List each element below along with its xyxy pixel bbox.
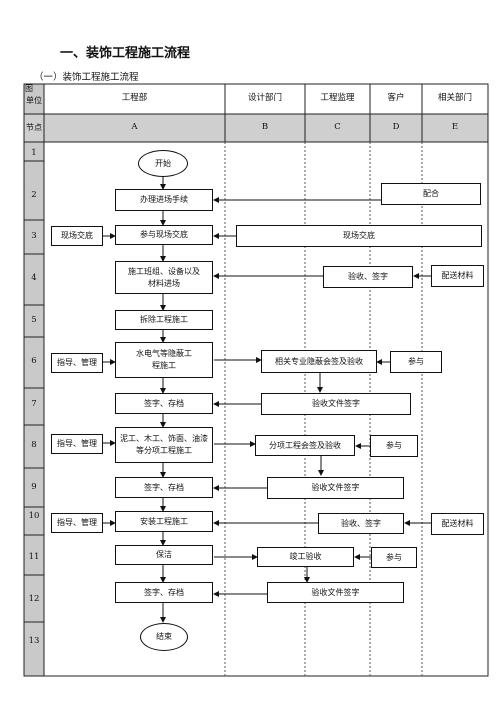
row-number: 8 bbox=[31, 440, 37, 450]
sub-works-box: 泥工、木工、饰面、油漆等分项工程施工 bbox=[115, 427, 213, 463]
join-handover-box: 参与现场交底 bbox=[115, 225, 213, 245]
code-d: D bbox=[392, 122, 400, 133]
row-number: 5 bbox=[31, 315, 37, 325]
accept-doc-box: 验收文件签字 bbox=[261, 393, 411, 415]
demolition-box: 拆除工程施工 bbox=[115, 310, 213, 330]
code-e: E bbox=[451, 122, 459, 133]
row-number: 3 bbox=[31, 231, 37, 241]
row-number: 4 bbox=[31, 273, 37, 283]
dept-engineering: 工程部 bbox=[121, 93, 148, 104]
row-number: 9 bbox=[31, 482, 37, 492]
row-number: 10 bbox=[28, 511, 40, 521]
install-box: 安装工程施工 bbox=[115, 511, 213, 532]
end-node: 结束 bbox=[140, 623, 188, 651]
guide-manage-box: 指导、管理 bbox=[51, 353, 103, 373]
accept-doc-box: 验收文件签字 bbox=[267, 582, 404, 603]
row-number: 6 bbox=[31, 356, 37, 366]
sign-archive-box: 签字、存档 bbox=[115, 393, 213, 414]
site-handover-right-box: 现场交底 bbox=[236, 225, 482, 247]
dept-related: 相关部门 bbox=[437, 93, 472, 104]
accept-doc-box: 验收文件签字 bbox=[267, 477, 404, 499]
supply-material-box: 配送材料 bbox=[431, 513, 484, 535]
guide-manage-box: 指导、管理 bbox=[51, 513, 103, 533]
row-number: 1 bbox=[31, 148, 37, 158]
dept-client: 客户 bbox=[387, 93, 405, 104]
cooperate-box: 配合 bbox=[381, 183, 481, 205]
hidden-accept-box: 相关专业隐蔽会签及验收 bbox=[261, 350, 377, 373]
site-handover-left-box: 现场交底 bbox=[51, 226, 103, 246]
unit-header: 单位 bbox=[26, 95, 42, 105]
row-number: 11 bbox=[28, 552, 40, 562]
participate-box: 参与 bbox=[390, 351, 442, 373]
sign-archive-box: 签字、存档 bbox=[115, 582, 213, 603]
participate-box: 参与 bbox=[371, 547, 417, 568]
accept-sign-box: 验收、签字 bbox=[318, 513, 404, 534]
code-c: C bbox=[334, 122, 341, 133]
participate-box: 参与 bbox=[370, 435, 418, 457]
cleaning-box: 保洁 bbox=[115, 545, 213, 565]
supply-material-box: 配送材料 bbox=[431, 265, 484, 287]
row-number: 7 bbox=[31, 399, 37, 409]
row-number: 13 bbox=[28, 636, 40, 646]
row-number: 12 bbox=[28, 594, 40, 604]
guide-manage-box: 指导、管理 bbox=[51, 434, 103, 454]
section-subtitle: （一）装饰工程施工流程 bbox=[34, 72, 139, 83]
accept-sign-box: 验收、签字 bbox=[323, 266, 413, 288]
team-entry-box: 施工班组、设备以及材料进场 bbox=[115, 261, 213, 294]
node-header: 节点 bbox=[26, 122, 42, 132]
procedures-box: 办理进场手续 bbox=[115, 189, 213, 211]
start-node: 开始 bbox=[138, 150, 188, 177]
dept-design: 设计部门 bbox=[247, 93, 282, 104]
page-title: 一、装饰工程施工流程 bbox=[60, 46, 191, 61]
completion-box: 竣工验收 bbox=[257, 547, 354, 567]
corner-label: 图 bbox=[25, 83, 33, 93]
code-a: A bbox=[131, 122, 138, 133]
code-b: B bbox=[261, 122, 269, 133]
sign-archive-box: 签字、存档 bbox=[115, 477, 213, 498]
hidden-works-box: 水电气等隐蔽工程施工 bbox=[115, 342, 213, 378]
sub-accept-box: 分项工程会签及验收 bbox=[255, 435, 355, 456]
row-number: 2 bbox=[31, 190, 37, 200]
dept-supervision: 工程监理 bbox=[320, 93, 355, 104]
